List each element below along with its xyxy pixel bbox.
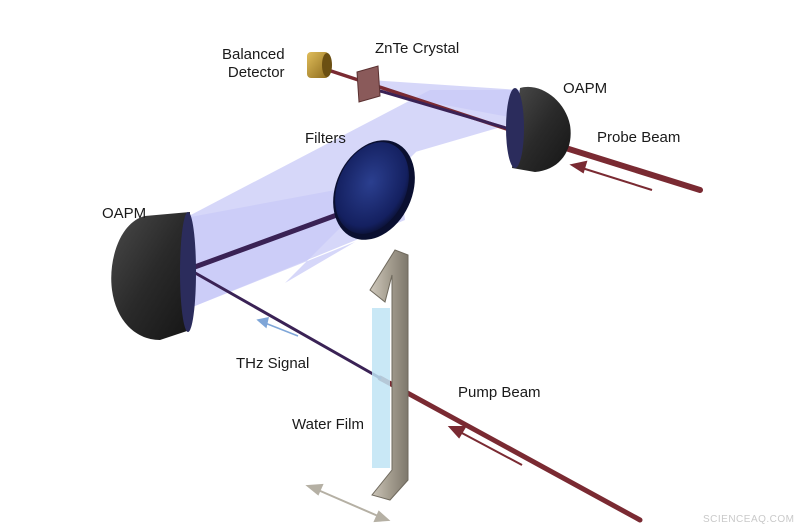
- pump-beam-label: Pump Beam: [458, 384, 541, 401]
- znte-crystal: [356, 65, 381, 103]
- water-film-frame: [369, 249, 409, 501]
- oapm-left-label: OAPM: [102, 205, 147, 222]
- probe-beam-label: Probe Beam: [597, 129, 681, 146]
- oapm-left-mirror: [111, 212, 196, 340]
- filter-disk: [333, 140, 415, 240]
- balanced-detector: [307, 52, 332, 78]
- pump-arrow: [447, 426, 523, 466]
- thz-signal-label: THz Signal: [236, 355, 310, 372]
- oapm-right-mirror: [506, 86, 571, 172]
- probe-arrow: [569, 160, 653, 191]
- water-film: [372, 308, 390, 468]
- balanced-detector-label-line2: Detector: [227, 64, 285, 81]
- watermark: SCIENCEAQ.COM: [703, 514, 795, 525]
- translation-arrow: [305, 483, 391, 523]
- probe-inner-beam: [369, 86, 521, 134]
- znte-crystal-label: ZnTe Crystal: [375, 40, 460, 57]
- thz-arrow: [256, 317, 299, 337]
- water-film-label: Water Film: [292, 416, 364, 433]
- balanced-detector-label: Balanced Detector: [222, 46, 285, 82]
- pump-beam: [188, 268, 643, 523]
- balanced-detector-label-line1: Balanced: [222, 46, 285, 63]
- filters-label: Filters: [305, 130, 346, 147]
- oapm-top-label: OAPM: [563, 80, 608, 97]
